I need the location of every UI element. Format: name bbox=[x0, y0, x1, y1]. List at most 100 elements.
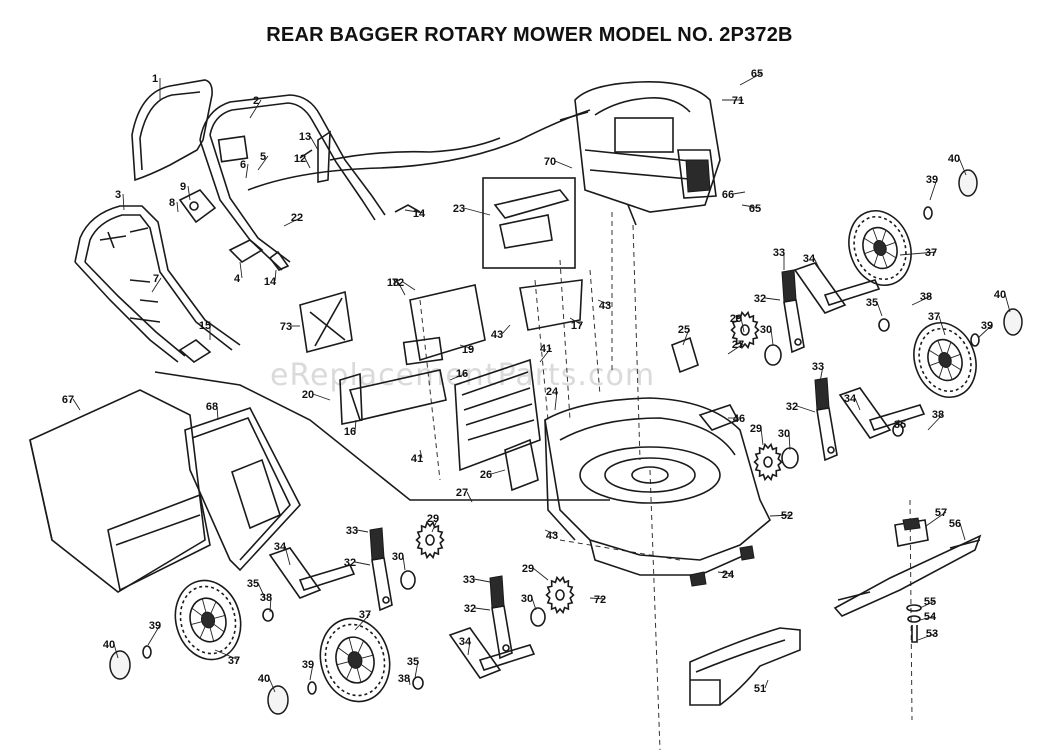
control-cable bbox=[247, 109, 591, 191]
control-bracket-23 bbox=[482, 177, 576, 269]
axle-bracket bbox=[268, 547, 356, 599]
callout-leader bbox=[284, 545, 291, 566]
wheel-tread bbox=[853, 215, 907, 281]
axle-plate bbox=[838, 387, 892, 439]
callout-16: 16 bbox=[456, 368, 468, 380]
spacer bbox=[412, 676, 424, 690]
callout-32: 32 bbox=[786, 401, 798, 413]
callout-leader bbox=[309, 135, 319, 151]
callout-41: 41 bbox=[540, 343, 552, 355]
gear-plate bbox=[545, 575, 575, 615]
wheel-spoke bbox=[864, 249, 875, 255]
wheel-assemblies bbox=[109, 169, 1023, 715]
callout-leader bbox=[544, 529, 558, 536]
callout-leader bbox=[977, 324, 993, 339]
wheel-spoke bbox=[337, 647, 350, 656]
callout-32: 32 bbox=[754, 293, 766, 305]
lever-grip bbox=[489, 575, 505, 609]
lever-grip bbox=[814, 377, 830, 411]
wheel-tire bbox=[848, 210, 912, 286]
blade-bolt-stack bbox=[906, 604, 922, 643]
gear bbox=[400, 570, 416, 590]
wheel-spoke bbox=[336, 661, 349, 666]
callout-leader bbox=[414, 660, 419, 679]
callout-3: 3 bbox=[115, 189, 121, 201]
grass-bag-67 bbox=[29, 389, 211, 593]
callout-70: 70 bbox=[544, 156, 556, 168]
wheel-spoke bbox=[214, 615, 226, 619]
callout-46: 46 bbox=[733, 413, 745, 425]
callout-29: 29 bbox=[522, 563, 534, 575]
callout-leader bbox=[938, 315, 946, 336]
gear-plate-hole bbox=[555, 589, 565, 601]
wheel-spoke bbox=[937, 340, 943, 354]
callout-leader bbox=[819, 365, 824, 383]
upper-handle-1 bbox=[131, 79, 213, 182]
callout-35: 35 bbox=[866, 297, 878, 309]
blade-adapter-57 bbox=[894, 517, 929, 547]
wheel-spoke bbox=[348, 637, 354, 653]
callout-32: 32 bbox=[344, 557, 356, 569]
callout-leader bbox=[876, 301, 883, 317]
callout-13: 13 bbox=[299, 131, 311, 143]
callout-53: 53 bbox=[926, 628, 938, 640]
height-lever bbox=[369, 527, 393, 612]
wheel bbox=[174, 579, 242, 661]
callout-17: 17 bbox=[571, 320, 583, 332]
callout-66: 66 bbox=[722, 189, 734, 201]
callout-27: 27 bbox=[732, 339, 744, 351]
callout-leader bbox=[354, 613, 371, 631]
callout-leader bbox=[354, 419, 357, 432]
gear bbox=[764, 344, 782, 366]
spacer bbox=[262, 608, 274, 622]
washer bbox=[970, 333, 980, 347]
callout-38: 38 bbox=[920, 291, 932, 303]
callout-29: 29 bbox=[750, 423, 762, 435]
wheel-tread bbox=[918, 327, 972, 393]
wheel-spoke bbox=[863, 237, 875, 245]
lever-pivot bbox=[382, 596, 390, 604]
wheel-hub bbox=[200, 611, 216, 629]
callout-leader bbox=[473, 578, 491, 583]
callout-35: 35 bbox=[894, 419, 906, 431]
callout-leader bbox=[459, 344, 474, 350]
callout-leader bbox=[739, 72, 763, 86]
callout-30: 30 bbox=[778, 428, 790, 440]
callout-leader bbox=[72, 398, 81, 411]
callout-leader bbox=[1004, 293, 1011, 313]
gear-plate-hole bbox=[763, 456, 773, 468]
engine-70 bbox=[559, 81, 721, 226]
callout-leader bbox=[531, 597, 537, 611]
callout-leader bbox=[539, 347, 552, 363]
callout-40: 40 bbox=[994, 289, 1006, 301]
washer bbox=[142, 645, 152, 659]
wheel-spoke bbox=[191, 607, 203, 617]
wheel-hub bbox=[873, 240, 887, 256]
callout-33: 33 bbox=[812, 361, 824, 373]
callout-34: 34 bbox=[803, 253, 816, 265]
callout-leader bbox=[589, 597, 606, 600]
callout-leader bbox=[813, 257, 821, 271]
axle-plate bbox=[793, 262, 847, 314]
height-adjuster-levers bbox=[369, 269, 838, 660]
wheel-tire bbox=[319, 617, 391, 703]
wheel bbox=[913, 322, 977, 398]
axle-rod bbox=[478, 644, 536, 671]
axle-bracket bbox=[793, 262, 881, 314]
wheel-spoke bbox=[885, 251, 897, 259]
wheel-spoke bbox=[357, 640, 364, 654]
callout-leader bbox=[770, 328, 774, 346]
callout-2: 2 bbox=[253, 95, 259, 107]
callout-leader bbox=[554, 160, 573, 169]
lower-handle-3 bbox=[74, 205, 241, 363]
callout-40: 40 bbox=[103, 639, 115, 651]
callout-71: 71 bbox=[732, 95, 744, 107]
assembly-guides bbox=[419, 212, 913, 750]
washer bbox=[923, 206, 933, 220]
callout-leader bbox=[501, 324, 511, 335]
wheel bbox=[848, 210, 912, 286]
callout-leader bbox=[727, 343, 744, 355]
callout-35: 35 bbox=[407, 656, 419, 668]
callout-43: 43 bbox=[491, 329, 503, 341]
callout-65: 65 bbox=[749, 203, 761, 215]
